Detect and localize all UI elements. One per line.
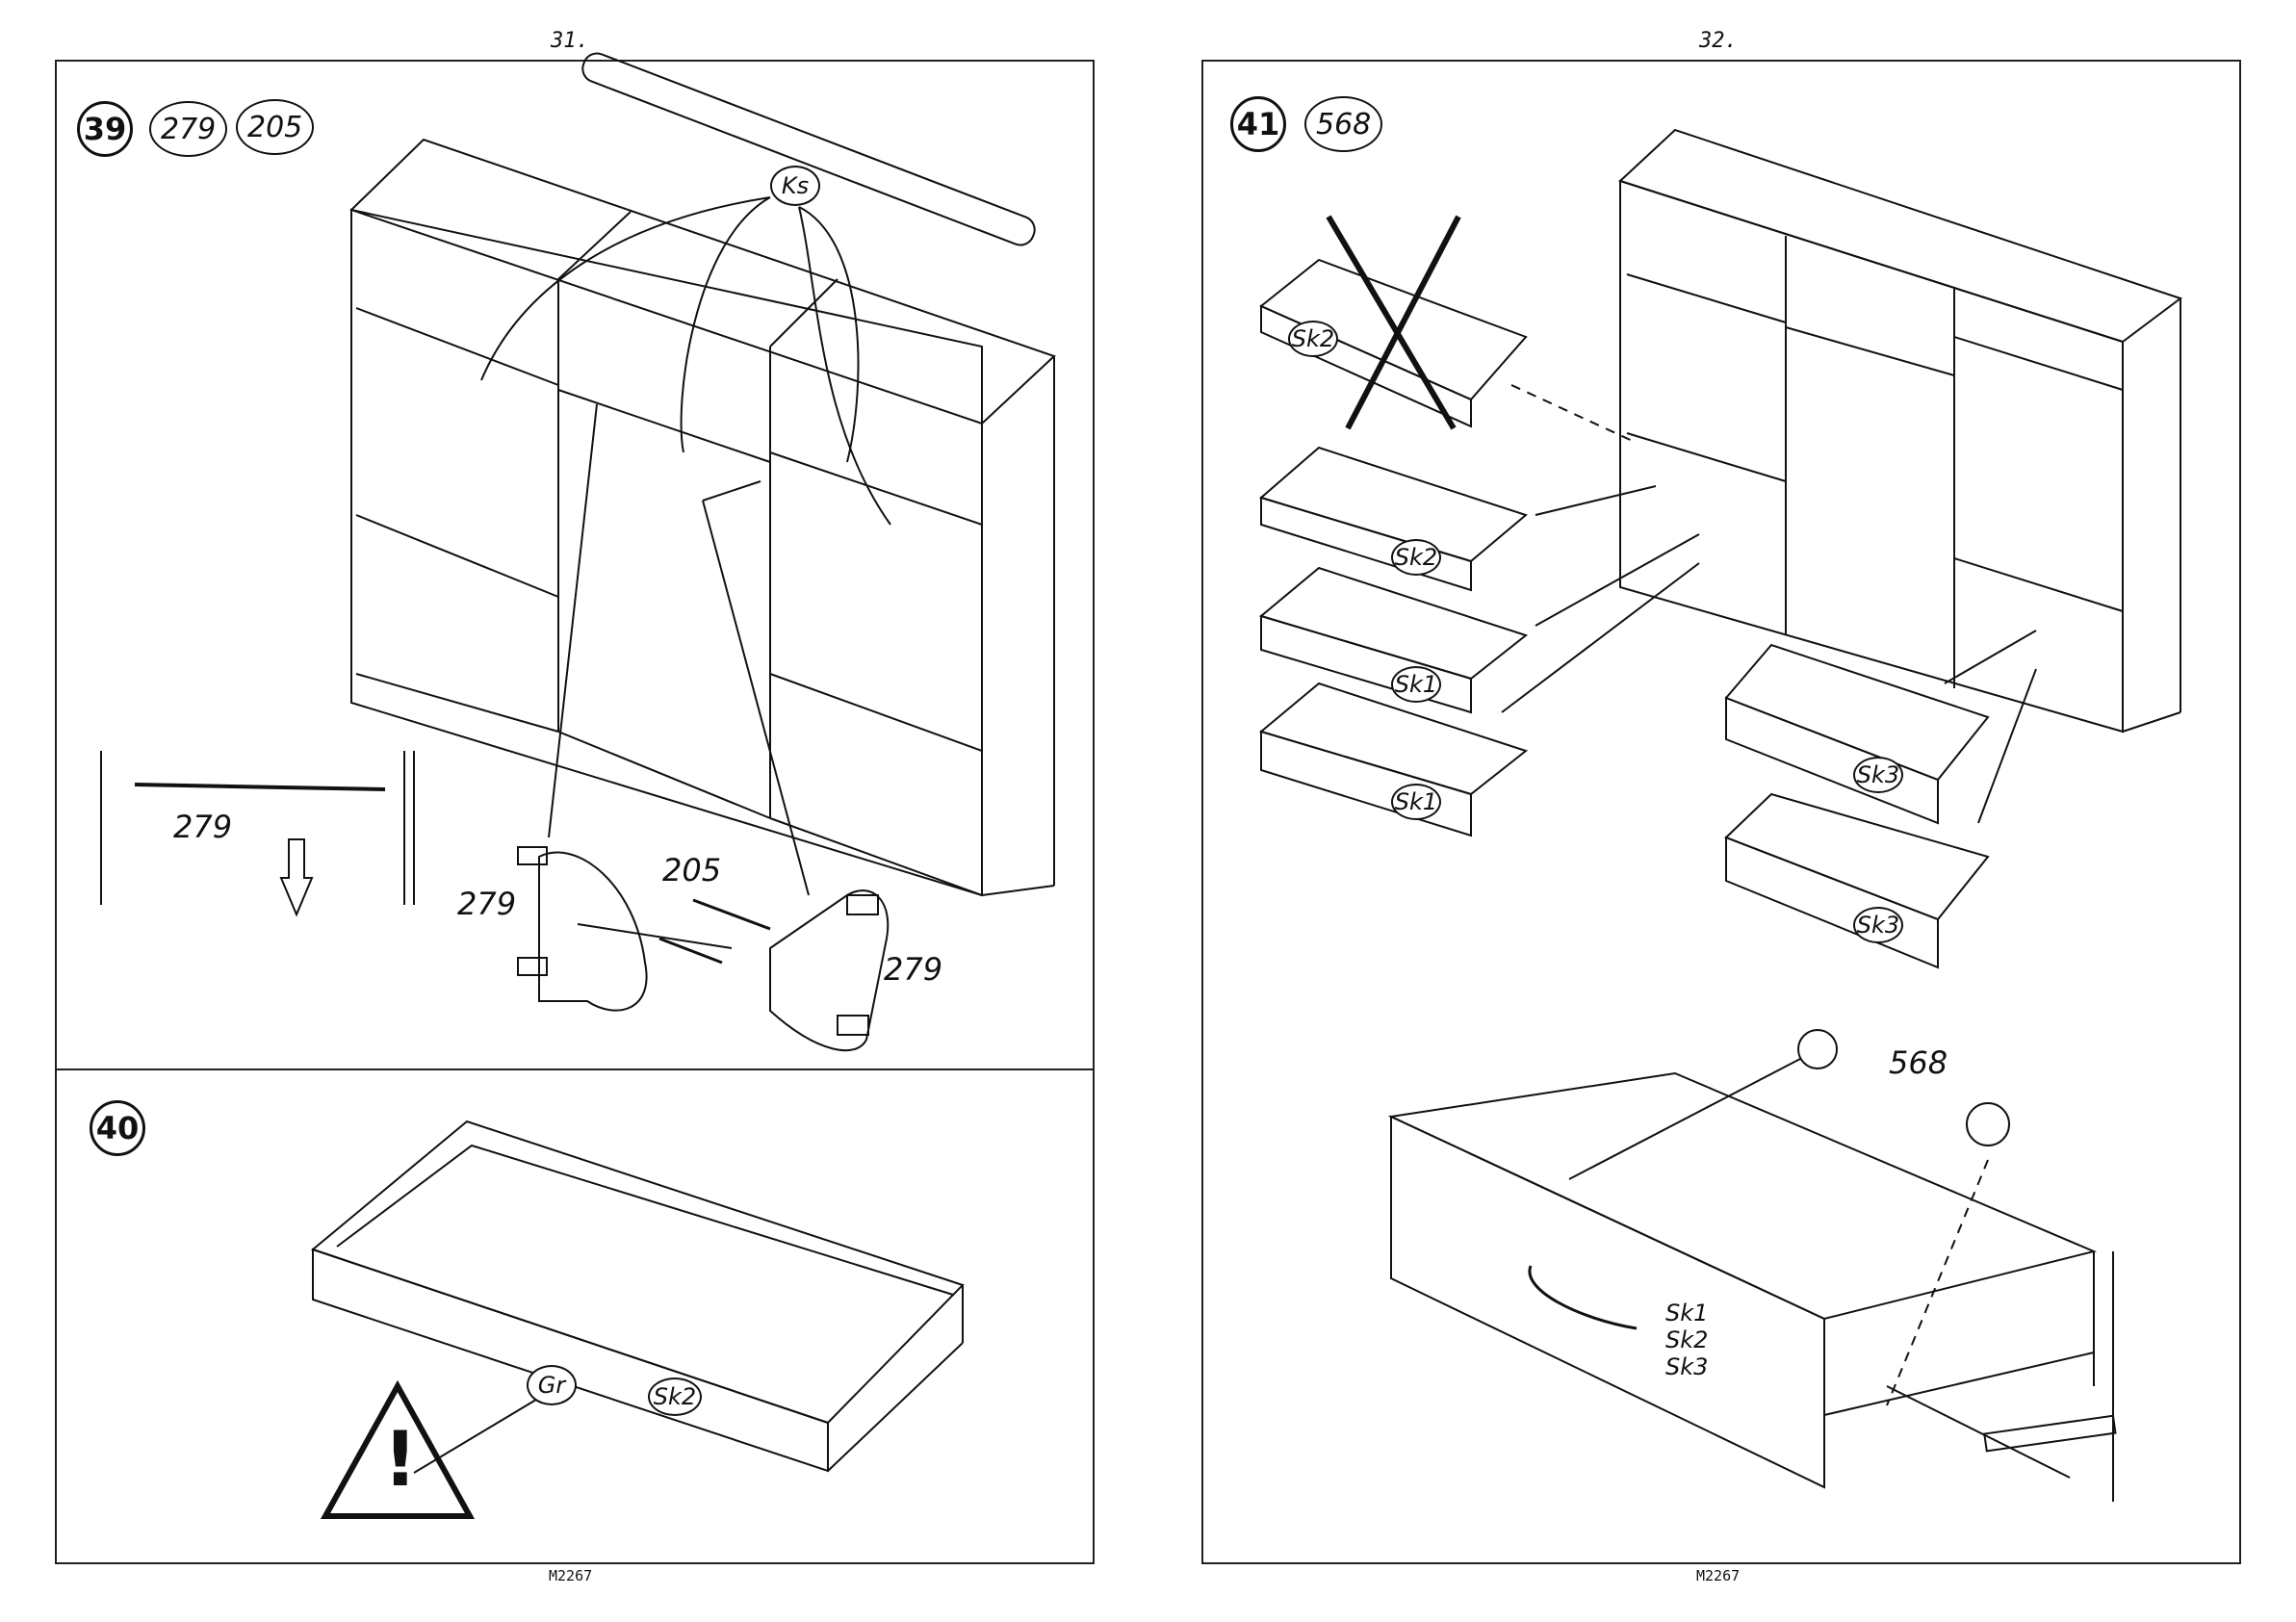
label-568-screw: 568: [1889, 1044, 1948, 1081]
callout-gr: Gr: [527, 1365, 577, 1405]
part-ref-568: 568: [1304, 96, 1382, 152]
step-number-41: 41: [1230, 96, 1286, 152]
drawer-tag-4: Sk3: [1853, 757, 1903, 793]
screw-205: [659, 900, 770, 963]
drawer-type-sk1: Sk1: [1665, 1300, 1708, 1326]
drawer-tag-3: Sk1: [1391, 784, 1441, 820]
bracket-left: [518, 847, 647, 1011]
drawer-stack-left: [1261, 448, 1526, 836]
wardrobe-illustration-39: [351, 140, 1054, 895]
drawer-tag-1: Sk2: [1391, 539, 1441, 576]
document-code-left: M2267: [549, 1567, 592, 1584]
drawer-type-sk3: Sk3: [1665, 1353, 1708, 1380]
exclamation-triangle-icon: !: [383, 1423, 418, 1498]
screw-568-a: [1798, 1030, 1837, 1068]
drawer-type-list: Sk1 Sk2 Sk3: [1665, 1300, 1708, 1380]
wardrobe-illustration-41: [1620, 130, 2180, 732]
drawer-tag-5: Sk3: [1853, 907, 1903, 943]
drawer-type-sk2: Sk2: [1665, 1326, 1708, 1353]
shelf-detail-inset: [101, 751, 414, 914]
bracket-right: [770, 890, 888, 1050]
drawer-tag-crossed: Sk2: [1288, 321, 1338, 357]
drawer-tag-2: Sk1: [1391, 666, 1441, 703]
label-205: 205: [662, 852, 721, 888]
part-ref-279: 279: [149, 101, 227, 157]
screw-568-b: [1967, 1103, 2009, 1146]
callout-ks: Ks: [770, 166, 820, 206]
step-number-40: 40: [90, 1100, 145, 1156]
label-279-left: 279: [457, 886, 516, 922]
label-279-right: 279: [884, 951, 942, 988]
drawer-tag-sk2: Sk2: [648, 1377, 702, 1416]
document-code-right: M2267: [1696, 1567, 1740, 1584]
part-ref-205: 205: [236, 99, 314, 155]
hanging-rail: [579, 49, 1039, 248]
drawer-detail-41: [1391, 1073, 2115, 1502]
step-number-39: 39: [77, 101, 133, 157]
label-279-detail: 279: [173, 809, 232, 845]
